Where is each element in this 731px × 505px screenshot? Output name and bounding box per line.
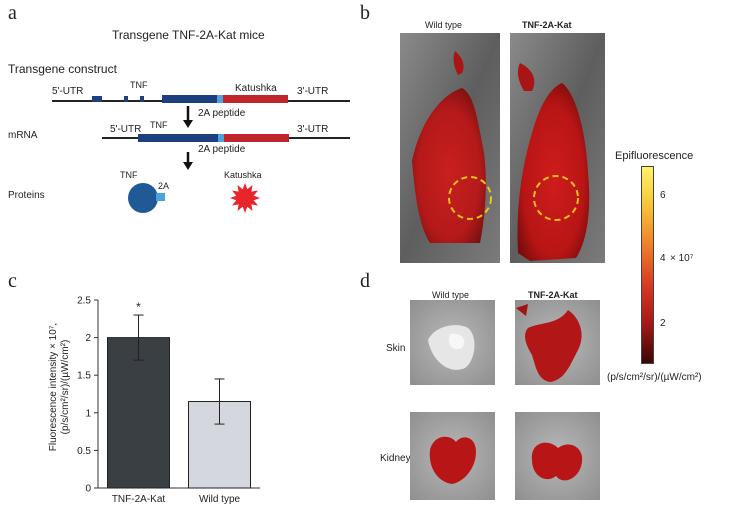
tnf-label-construct: TNF	[130, 80, 148, 90]
d-label-tnf-kat: TNF-2A-Kat	[528, 290, 578, 300]
tnf-kat-roi-circle	[533, 175, 579, 221]
panel-letter-d: d	[360, 270, 370, 292]
colorbar-title: Epifluorescence	[615, 150, 694, 162]
row-label-kidney: Kidney	[380, 453, 411, 464]
panel-letter-c: c	[8, 270, 17, 292]
y-tick-label: 1.5	[77, 371, 91, 382]
x-tick-label: TNF-2A-Kat	[112, 494, 166, 505]
construct-label: Transgene construct	[8, 62, 117, 76]
significance-marker: *	[136, 300, 141, 314]
panel-letter-b: b	[360, 2, 370, 24]
y-tick-label: 2	[85, 333, 91, 344]
colorbar-tick-2: 2	[660, 318, 666, 329]
mouse-fluorescence-images	[400, 33, 605, 263]
arrow-1-head	[183, 120, 193, 128]
peptide-label-1: 2A peptide	[198, 108, 246, 119]
2a-tag-icon	[156, 193, 165, 201]
mrna-linker-block	[218, 134, 224, 142]
tnf-protein-icon	[128, 183, 158, 213]
exon-3	[140, 96, 144, 102]
colorbar-unit: (p/s/cm²/sr)/(µW/cm²)	[607, 372, 702, 383]
y-tick-label: 0	[85, 484, 91, 495]
utr3-label-construct: 3'-UTR	[297, 86, 329, 97]
skin-tnf-kat-signal	[525, 310, 582, 382]
y-axis-label-line1: Fluorescence intensity × 10⁷,	[48, 322, 59, 452]
linker-block	[217, 95, 223, 103]
tnf-block	[162, 95, 217, 103]
colorbar-tick-4: 4	[660, 253, 666, 264]
kidney-wild-type-signal	[429, 436, 476, 484]
tnf-kat-signal	[517, 83, 590, 261]
katushka-label-protein: Katushka	[224, 170, 262, 180]
y-tick-label: 2.5	[77, 296, 91, 307]
tnf-label-mrna: TNF	[150, 120, 168, 130]
katushka-protein-icon	[230, 183, 260, 213]
utr3-label-mrna: 3'-UTR	[297, 124, 329, 135]
mrna-label: mRNA	[8, 130, 38, 141]
utr5-label-construct: 5'-UTR	[52, 86, 84, 97]
panel-a-title: Transgene TNF-2A-Kat mice	[112, 28, 265, 42]
katushka-label-construct: Katushka	[235, 83, 277, 94]
b-label-wild-type: Wild type	[425, 20, 463, 30]
tnf-label-protein: TNF	[120, 170, 138, 180]
colorbar-tick-6: 6	[660, 190, 666, 201]
utr5-label-mrna: 5'-UTR	[110, 124, 142, 135]
skin-wild-type-tissue	[428, 325, 475, 370]
arrow-2-head	[183, 162, 193, 170]
peptide-label-2: 2A peptide	[198, 144, 246, 155]
organ-images	[410, 300, 600, 500]
proteins-label: Proteins	[8, 190, 45, 201]
d-label-wild-type: Wild type	[432, 290, 470, 300]
wild-type-signal	[412, 88, 486, 243]
x-tick-label: Wild type	[199, 494, 241, 505]
mrna-tnf-block	[138, 134, 218, 142]
colorbar-exponent: × 10⁷	[670, 253, 694, 264]
mrna-katushka-block	[224, 134, 289, 142]
katushka-block	[223, 95, 288, 103]
panel-letter-a: a	[8, 2, 17, 24]
2a-label-protein: 2A	[158, 181, 170, 191]
row-label-skin: Skin	[386, 343, 406, 354]
b-label-tnf-kat: TNF-2A-Kat	[522, 20, 572, 30]
bar	[107, 337, 170, 489]
y-tick-label: 0.5	[77, 446, 91, 457]
y-tick-label: 1	[85, 408, 91, 419]
colorbar	[641, 166, 654, 364]
exon-2	[124, 96, 128, 102]
wild-type-roi-circle	[448, 176, 492, 220]
kidney-tnf-kat-signal	[531, 442, 583, 481]
exon-1	[92, 96, 102, 102]
construct-diagram	[52, 95, 350, 213]
